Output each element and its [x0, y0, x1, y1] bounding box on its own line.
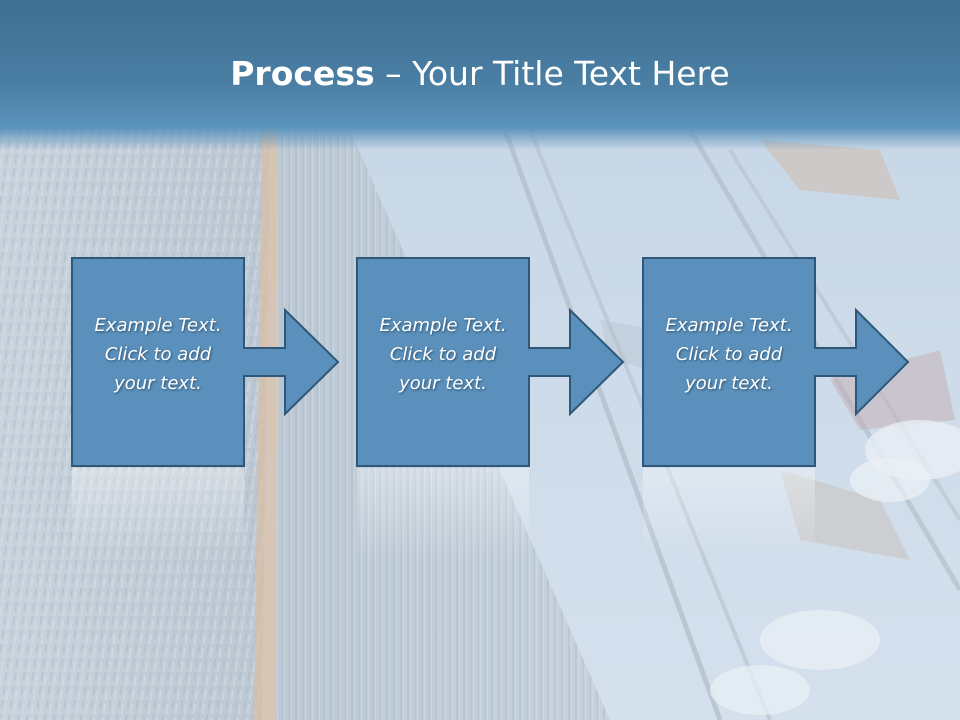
step-2-line-1: Example Text.	[379, 315, 507, 336]
step-1-shape	[71, 257, 340, 467]
step-3-reflection	[643, 468, 815, 560]
step-2-text[interactable]: Example Text. Click to add your text.	[357, 311, 529, 398]
step-2-reflection	[357, 468, 529, 560]
step-1-line-1: Example Text.	[94, 315, 222, 336]
step-1-line-2: Click to add	[104, 344, 212, 365]
step-3-text[interactable]: Example Text. Click to add your text.	[643, 311, 815, 398]
step-1-line-3: your text.	[114, 373, 202, 394]
title-bold: Process	[230, 54, 375, 93]
process-step-1[interactable]	[71, 257, 340, 560]
step-3-line-3: your text.	[685, 373, 773, 394]
header-band	[0, 0, 960, 150]
step-3-line-2: Click to add	[675, 344, 783, 365]
step-1-reflection	[72, 468, 244, 560]
process-step-2[interactable]	[356, 257, 625, 560]
slide-title[interactable]: Process – Your Title Text Here	[0, 52, 960, 96]
title-rest: – Your Title Text Here	[374, 54, 730, 93]
step-3-shape	[642, 257, 910, 467]
step-1-text[interactable]: Example Text. Click to add your text.	[72, 311, 244, 398]
step-2-line-2: Click to add	[389, 344, 497, 365]
process-step-3[interactable]	[642, 257, 910, 560]
step-3-line-1: Example Text.	[665, 315, 793, 336]
step-2-line-3: your text.	[399, 373, 487, 394]
step-2-shape	[356, 257, 625, 467]
